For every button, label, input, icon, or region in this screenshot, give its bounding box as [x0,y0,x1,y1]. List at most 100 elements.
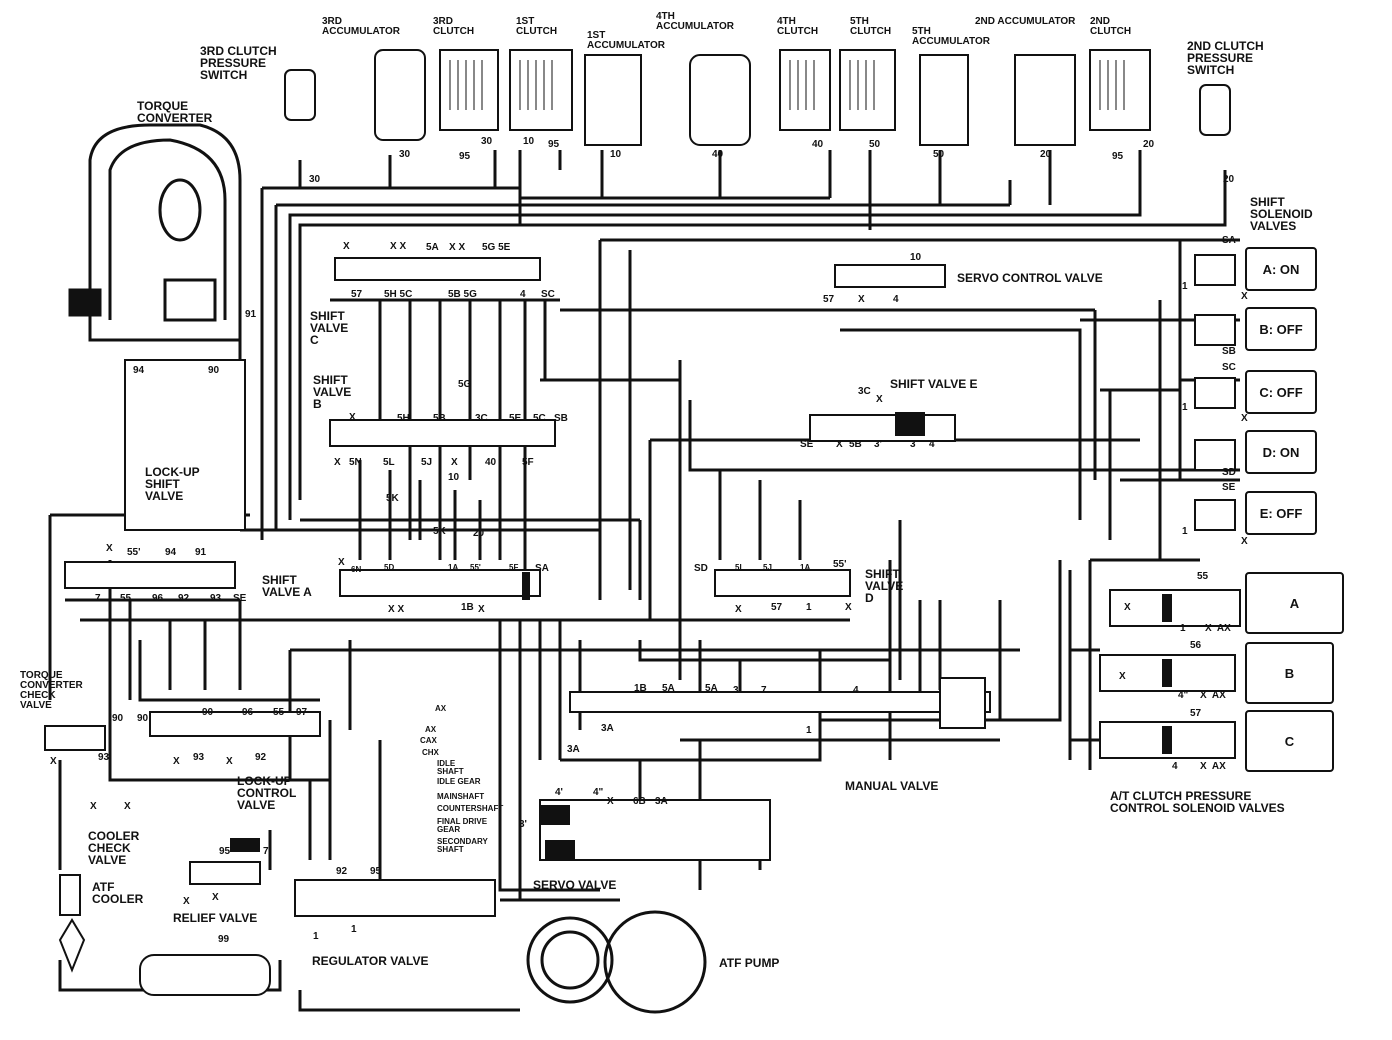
shaft-legend-2: CAX [420,736,437,745]
pc-solenoid-a: A [1245,572,1344,634]
first-clutch-label: 1ST CLUTCH [516,16,558,37]
shaft-legend-1: AX [425,725,437,734]
port-label: 5F [509,563,519,572]
port-label: SE [800,439,814,450]
port-label: 3' [874,439,882,450]
port-label: 3 [910,439,916,450]
solenoid-c-state: C: OFF [1245,370,1317,414]
port-label: X [1241,413,1248,424]
port-label: 3C [858,386,871,397]
port-label: X [607,796,614,807]
port-label: 90 [208,365,220,376]
fifth-clutch-label: 5TH CLUTCH [850,16,892,37]
fourth-clutch-label: 4TH CLUTCH [777,16,819,37]
port-label: X [226,756,233,767]
port-label: 94 [133,365,145,376]
port-label: 20 [1223,174,1235,185]
solenoid-code-sb: SB [1222,346,1236,357]
shaft-legend-7: COUNTERSHAFT [437,804,504,813]
shift-solenoid-valves-label: SHIFT SOLENOID VALVES [1250,195,1313,233]
solenoid-d-state: D: ON [1245,430,1317,474]
pc-solenoid-b: B [1245,642,1334,704]
port-label: 95 [370,866,382,877]
port-label: 4 [929,439,935,450]
port-label: SC [541,289,555,300]
port-label: 57 [823,294,835,305]
port-label: 92 [336,866,348,877]
port-label: 5J [763,563,772,572]
pc-solenoid-c: C [1245,710,1334,772]
port-label: X [349,412,356,423]
port-label: 30 [309,174,321,185]
port-label: 1A [800,563,811,572]
shift-valve-e-label: SHIFT VALVE E [890,377,978,391]
port-label: 57 [351,289,363,300]
port-label: 1B [634,683,647,694]
shaft-legend-3: CHX [422,748,439,757]
port-label: 5H [397,413,410,424]
shift-valve-d-label: SHIFT VALVE D [865,567,904,605]
port-label: X [343,241,350,252]
port-label: X [735,604,742,615]
port-label: X [173,756,180,767]
port-label: 1 [313,931,319,942]
port-label: 93 [210,593,222,604]
port-label: 1 [1182,281,1188,292]
lock-up-shift-valve-label: LOCK-UP SHIFT VALVE [145,465,200,503]
port-label: 5B [433,413,446,424]
at-clutch-pressure-control-label: A/T CLUTCH PRESSURE CONTROL SOLENOID VAL… [1110,789,1285,815]
port-label: 55' [833,559,847,570]
port-label: 5B 5G [448,289,477,300]
port-label: 5K [433,526,446,537]
port-label: 6B [633,796,646,807]
port-label: X AX [1200,690,1226,701]
second-accumulator-label: 2ND ACCUMULATOR [975,16,1076,27]
port-label: 5G 5E [482,242,511,253]
port-label: 40 [812,139,824,150]
port-label: X X [390,241,407,252]
shift-valve-b-label: SHIFT VALVE B [313,373,352,411]
port-label: 1B [461,602,474,613]
port-label: X [124,801,131,812]
port-label: 93 [193,752,205,763]
relief-valve-label: RELIEF VALVE [173,911,258,925]
port-label: 5E [509,413,522,424]
second-clutch-label: 2ND CLUTCH [1090,16,1132,37]
port-label: 1 [1182,402,1188,413]
port-label: X [845,602,852,613]
shaft-legend-4: IDLE SHAFT [437,759,464,776]
solenoid-code-sc: SC [1222,362,1236,373]
port-label: X [183,896,190,907]
port-label: 7 [263,846,269,857]
servo-control-valve-label: SERVO CONTROL VALVE [957,271,1103,285]
port-label: 1 [806,725,812,736]
second-clutch-pressure-switch-label: 2ND CLUTCH PRESSURE SWITCH [1187,39,1264,77]
port-label: 40 [485,457,497,468]
port-label: X [836,439,843,450]
port-label: 30 [399,149,411,160]
port-label: 90 [137,713,149,724]
torque-converter-check-valve-label: TORQUE CONVERTER CHECK VALVE [20,670,83,711]
pc-port-a: 55 [1197,571,1209,582]
atf-cooler-label: ATF COOLER [92,880,144,906]
port-label: 1A [448,563,459,572]
servo-valve-label: SERVO VALVE [533,878,617,892]
port-label: X [451,457,458,468]
port-label: X [858,294,865,305]
fifth-accumulator-label: 5TH ACCUMULATOR [912,26,990,47]
port-label: 5H 5C [384,289,413,300]
shift-valve-c-label: SHIFT VALVE C [310,309,349,347]
port-label: 1 [351,924,357,935]
port-label: 10 [523,136,535,147]
port-label: 95 [548,139,560,150]
torque-converter-label: TORQUE CONVERTER [137,99,213,125]
solenoid-code-sa: SA [1222,235,1236,246]
solenoid-e-state: E: OFF [1245,491,1317,535]
port-label: 97 [296,707,308,718]
port-label: 10 [610,149,622,160]
port-label: 5L [735,563,745,572]
port-label: 7 [95,593,101,604]
port-label: X [106,543,113,554]
port-label: 5A [426,242,439,253]
port-label: 55' [127,547,141,558]
